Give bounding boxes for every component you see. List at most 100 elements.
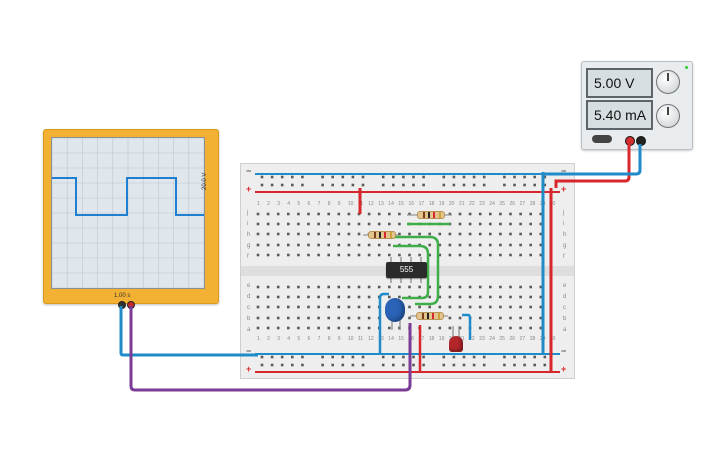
row-letter: d (247, 294, 251, 300)
column-number: 1 (257, 336, 260, 342)
rail-minus-sign: − (246, 346, 252, 356)
resistor-3[interactable] (416, 312, 444, 320)
oscilloscope[interactable]: 20.0 V 1.00 s (43, 129, 219, 304)
volts-per-div-label: 20.0 V (202, 172, 208, 190)
column-number: 10 (347, 201, 354, 207)
bottom-positive-rail-line (255, 371, 560, 373)
column-number: 19 (438, 201, 445, 207)
column-number: 8 (327, 201, 331, 207)
column-number: 12 (368, 201, 374, 207)
row-letter: j (563, 210, 565, 216)
column-number: 6 (307, 201, 311, 207)
column-number: 13 (378, 201, 384, 207)
column-number: 4 (287, 201, 291, 207)
row-letter: a (563, 327, 567, 333)
column-number: 28 (529, 201, 536, 207)
row-letter: g (247, 243, 251, 249)
row-letter: a (247, 327, 251, 333)
row-letter: j (247, 210, 249, 216)
row-letter: h (247, 232, 251, 238)
column-number: 14 (388, 201, 394, 207)
voltage-knob[interactable] (656, 70, 680, 94)
column-number: 23 (479, 336, 485, 342)
column-number: 19 (438, 336, 445, 342)
rail-plus-sign: + (246, 184, 252, 194)
row-letter: i (247, 221, 249, 227)
column-number: 24 (489, 336, 495, 342)
column-number: 5 (297, 336, 301, 342)
column-number: 15 (398, 336, 404, 342)
resistor-2[interactable] (368, 231, 396, 239)
oscilloscope-positive-terminal[interactable] (127, 301, 135, 309)
column-number: 26 (509, 336, 516, 342)
row-letter: b (247, 316, 251, 322)
row-letter: g (563, 243, 567, 249)
bottom-negative-rail-line (255, 353, 560, 355)
power-switch[interactable] (592, 135, 612, 143)
column-number: 17 (418, 336, 425, 342)
column-number: 4 (287, 336, 291, 342)
wire-osc-blue[interactable] (119, 306, 258, 357)
column-number: 16 (408, 336, 415, 342)
column-number: 18 (428, 336, 435, 342)
column-number: 30 (549, 201, 556, 207)
psu-negative-terminal[interactable] (636, 136, 646, 146)
square-wave-trace (52, 177, 204, 216)
column-number: 7 (317, 336, 321, 342)
column-number: 3 (277, 201, 280, 207)
row-letter: c (563, 305, 566, 311)
column-number: 10 (347, 336, 354, 342)
column-number: 25 (499, 336, 505, 342)
column-number: 22 (469, 336, 475, 342)
rail-minus-sign: − (246, 166, 252, 176)
column-number: 8 (327, 336, 331, 342)
row-letter: e (247, 283, 251, 289)
column-number: 14 (388, 336, 394, 342)
column-number: 5 (297, 201, 301, 207)
column-number: 29 (539, 201, 546, 207)
resistor-1[interactable] (417, 211, 445, 219)
psu-positive-terminal[interactable] (625, 136, 635, 146)
time-per-div-label: 1.00 s (114, 293, 131, 299)
column-number: 3 (277, 336, 280, 342)
rail-minus-sign: − (561, 166, 567, 176)
column-number: 17 (418, 201, 425, 207)
column-number: 2 (267, 201, 270, 207)
row-letter: f (563, 254, 565, 260)
column-number: 30 (549, 336, 556, 342)
row-letter: e (563, 283, 567, 289)
row-letter: i (563, 221, 565, 227)
column-number: 9 (337, 336, 341, 342)
column-number: 6 (307, 336, 311, 342)
column-number: 21 (459, 201, 465, 207)
column-number: 15 (398, 201, 404, 207)
current-knob[interactable] (656, 104, 680, 128)
column-number: 16 (408, 201, 415, 207)
oscilloscope-negative-terminal[interactable] (118, 301, 126, 309)
rail-plus-sign: + (246, 364, 252, 374)
column-number: 24 (489, 201, 495, 207)
row-letter: h (563, 232, 567, 238)
column-number: 26 (509, 201, 516, 207)
electrolytic-capacitor[interactable] (385, 298, 405, 322)
column-number: 22 (469, 201, 475, 207)
red-led[interactable] (449, 336, 463, 352)
column-number: 12 (368, 336, 374, 342)
ic-555-timer[interactable]: 555 (386, 262, 427, 278)
column-number: 27 (519, 336, 526, 342)
column-number: 23 (479, 201, 485, 207)
column-number: 25 (499, 201, 505, 207)
power-led-icon (685, 66, 688, 69)
row-letter: b (563, 316, 567, 322)
column-number: 11 (358, 201, 364, 207)
current-display: 5.40 mA (586, 100, 653, 130)
column-number: 29 (539, 336, 546, 342)
oscilloscope-screen (51, 137, 205, 289)
column-number: 2 (267, 336, 270, 342)
row-letter: f (247, 254, 249, 260)
rail-plus-sign: + (561, 364, 567, 374)
column-number: 9 (337, 201, 341, 207)
column-number: 11 (358, 336, 364, 342)
rail-minus-sign: − (561, 346, 567, 356)
row-letter: c (247, 305, 250, 311)
